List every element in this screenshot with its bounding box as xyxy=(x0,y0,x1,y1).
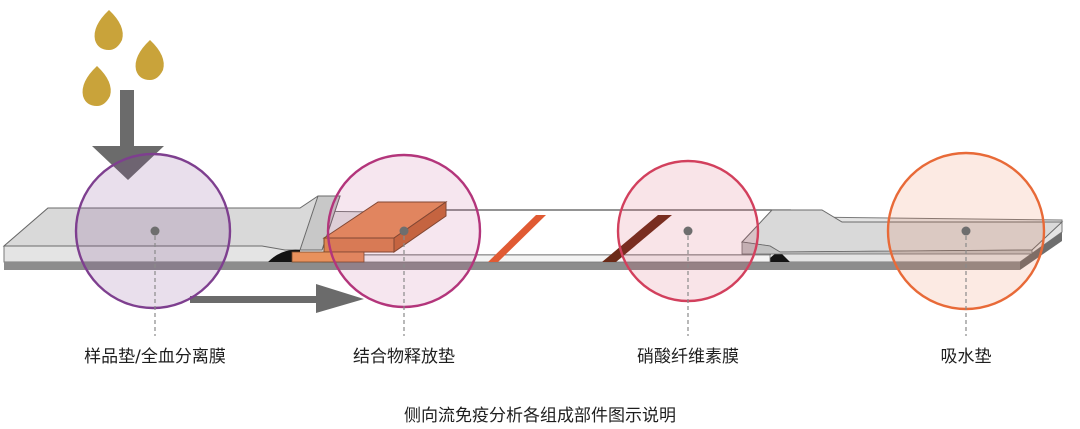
conjugate-release-pad xyxy=(291,201,448,263)
figure-caption: 侧向流免疫分析各组成部件图示说明 xyxy=(404,406,676,426)
flow-direction-arrow-icon xyxy=(190,284,364,313)
nitrocellulose-label: 硝酸纤维素膜 xyxy=(637,347,739,367)
sample-drop-icon xyxy=(82,10,164,106)
conjugate-pad-label: 结合物释放垫 xyxy=(353,347,455,367)
test-line xyxy=(488,215,546,262)
center-dots xyxy=(150,226,971,236)
absorbent-pad xyxy=(740,209,1064,255)
absorbent-pad-label: 吸水垫 xyxy=(940,347,992,367)
sample-pad-label: 样品垫/全血分离膜 xyxy=(84,347,226,367)
adhesive-right xyxy=(766,251,790,262)
leader-lines xyxy=(154,236,967,336)
